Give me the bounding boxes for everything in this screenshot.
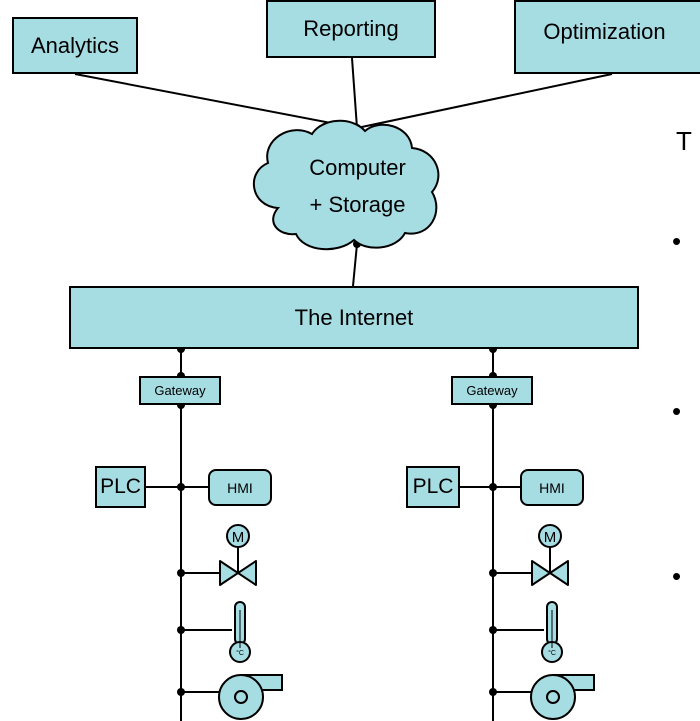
plc-label: PLC — [100, 475, 141, 498]
pump-icon — [530, 674, 595, 720]
plc-label: PLC — [412, 475, 454, 498]
connector-optimization-cloud — [356, 73, 613, 129]
gateway-label: Gateway — [154, 383, 206, 398]
svg-text:M: M — [232, 529, 245, 546]
pump-icon — [218, 674, 283, 720]
cloud-label-line1: Computer — [309, 155, 406, 180]
svg-text:M: M — [544, 529, 557, 546]
reporting-label: Reporting — [303, 16, 399, 41]
cloud-shape — [252, 119, 440, 251]
bullet-marker: • — [672, 396, 682, 426]
gateway-box: Gateway — [451, 376, 533, 405]
hmi-label: HMI — [227, 479, 253, 496]
plc-box: PLC — [406, 466, 460, 508]
thermometer-icon: °C — [541, 601, 563, 663]
hmi-box: HMI — [208, 469, 272, 506]
bullet-marker: • — [672, 561, 682, 591]
gateway-label: Gateway — [466, 383, 518, 398]
hmi-label: HMI — [539, 479, 565, 496]
reporting-box: Reporting — [266, 0, 436, 58]
plc-box: PLC — [95, 466, 146, 508]
gateway-box: Gateway — [139, 376, 221, 405]
connector-reporting-cloud — [351, 57, 358, 129]
analytics-box: Analytics — [12, 17, 138, 74]
analytics-label: Analytics — [30, 32, 120, 58]
svg-text:°C: °C — [548, 649, 556, 657]
internet-label: The Internet — [294, 304, 414, 330]
service-connectors — [74, 57, 613, 287]
cloud-label-line2: + Storage — [309, 192, 406, 217]
internet-bar: The Internet — [69, 286, 639, 349]
optimization-label: Optimization — [543, 19, 666, 44]
side-heading-fragment: T — [676, 126, 692, 156]
connector-cloud-internet — [352, 243, 358, 287]
thermometer-icon: °C — [229, 601, 251, 663]
motorized-valve-icon: M — [531, 524, 569, 586]
optimization-box: Optimization — [514, 0, 700, 74]
bullet-marker: • — [672, 226, 682, 256]
hmi-box: HMI — [520, 469, 584, 506]
right-site-junctions — [489, 345, 497, 696]
motorized-valve-icon: M — [219, 524, 257, 586]
connector-analytics-cloud — [74, 73, 358, 129]
svg-text:°C: °C — [236, 649, 244, 657]
